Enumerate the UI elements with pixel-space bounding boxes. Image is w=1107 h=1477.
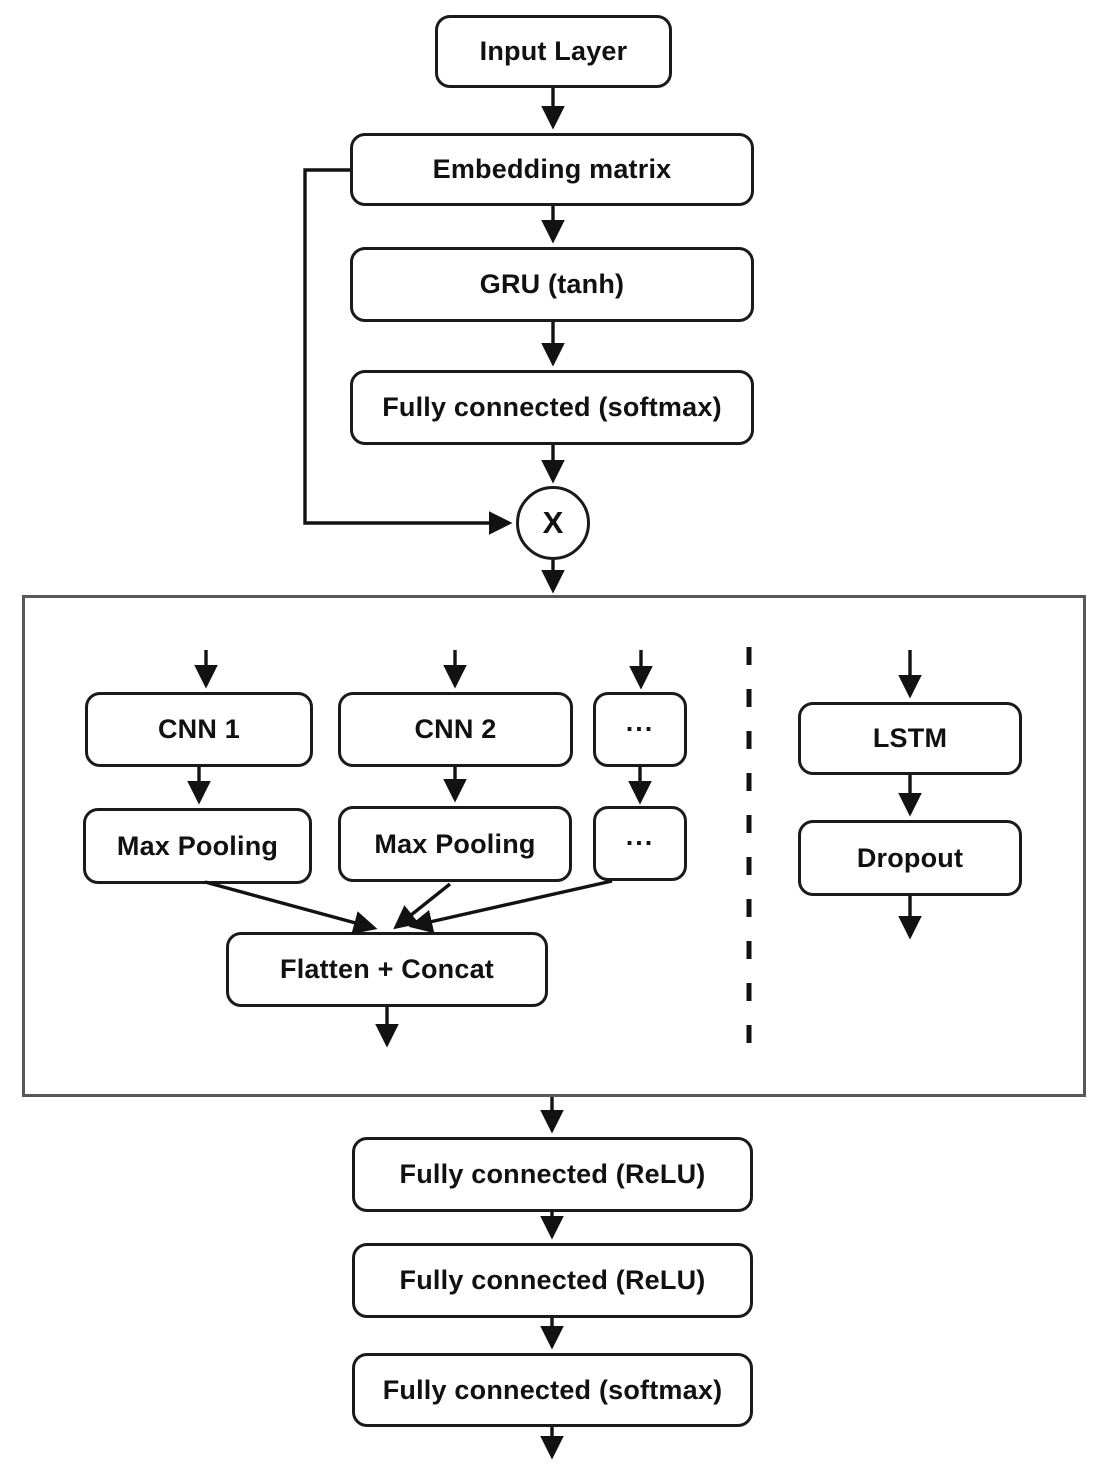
node-cnn-2: CNN 2 bbox=[338, 692, 573, 767]
parallel-block-container bbox=[22, 595, 1086, 1097]
node-fully-connected-softmax-bottom-label: Fully connected (softmax) bbox=[382, 1374, 723, 1405]
node-dropout: Dropout bbox=[798, 820, 1022, 896]
node-max-pooling-1: Max Pooling bbox=[83, 808, 312, 884]
node-max-pooling-2: Max Pooling bbox=[338, 806, 572, 882]
skip-connection-embedding-to-multiply bbox=[303, 168, 513, 535]
node-input-layer-label: Input Layer bbox=[479, 36, 628, 66]
node-gru-tanh: GRU (tanh) bbox=[350, 247, 754, 322]
node-flatten-concat-label: Flatten + Concat bbox=[280, 954, 494, 984]
node-lstm: LSTM bbox=[798, 702, 1022, 775]
node-gru-tanh-label: GRU (tanh) bbox=[479, 269, 625, 299]
node-dropout-label: Dropout bbox=[856, 842, 964, 873]
multiply-symbol: X bbox=[542, 505, 564, 540]
node-fully-connected-relu-2: Fully connected (ReLU) bbox=[352, 1243, 753, 1318]
node-max-pooling-1-label: Max Pooling bbox=[116, 830, 279, 861]
node-fully-connected-softmax-top-label: Fully connected (softmax) bbox=[382, 392, 722, 422]
node-max-pooling-more: ... bbox=[593, 806, 687, 881]
node-lstm-label: LSTM bbox=[872, 723, 948, 753]
node-multiply: X bbox=[516, 486, 590, 560]
node-embedding-matrix-label: Embedding matrix bbox=[432, 154, 672, 184]
node-embedding-matrix: Embedding matrix bbox=[350, 133, 754, 206]
node-max-pooling-more-label: ... bbox=[625, 821, 655, 851]
node-fully-connected-relu-1-label: Fully connected (ReLU) bbox=[399, 1159, 706, 1189]
node-cnn-1: CNN 1 bbox=[85, 692, 313, 767]
node-max-pooling-2-label: Max Pooling bbox=[374, 828, 536, 859]
node-cnn-more-label: ... bbox=[625, 707, 655, 737]
node-fully-connected-softmax-top: Fully connected (softmax) bbox=[350, 370, 754, 445]
node-fully-connected-softmax-bottom: Fully connected (softmax) bbox=[352, 1353, 753, 1427]
node-fully-connected-relu-2-label: Fully connected (ReLU) bbox=[399, 1265, 706, 1295]
node-fully-connected-relu-1: Fully connected (ReLU) bbox=[352, 1137, 753, 1212]
node-cnn-more: ... bbox=[593, 692, 687, 767]
node-cnn-2-label: CNN 2 bbox=[414, 714, 497, 744]
node-input-layer: Input Layer bbox=[435, 15, 672, 88]
node-flatten-concat: Flatten + Concat bbox=[226, 932, 548, 1007]
node-cnn-1-label: CNN 1 bbox=[157, 714, 240, 744]
